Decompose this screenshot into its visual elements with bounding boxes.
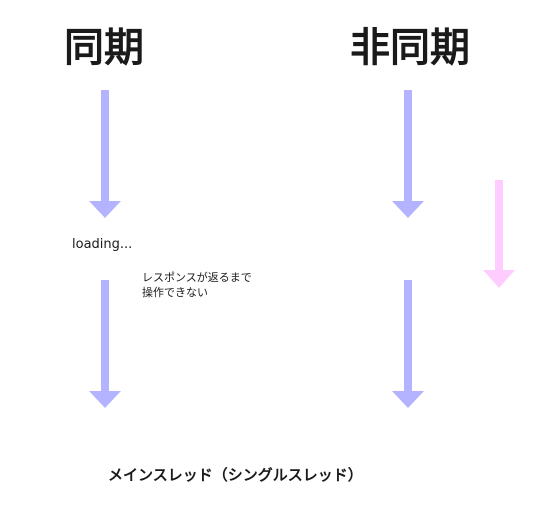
sync-heading: 同期 xyxy=(64,25,144,71)
blocked-note: レスポンスが返るまで 操作できない xyxy=(142,270,252,300)
sync-lower-arrow-shaft xyxy=(101,280,109,392)
async-upper-arrow-shaft xyxy=(404,90,412,202)
sync-lower-arrow-head xyxy=(89,391,121,408)
blocked-note-line-1: レスポンスが返るまで xyxy=(142,271,252,284)
loading-label: loading... xyxy=(72,237,133,252)
blocked-note-line-2: 操作できない xyxy=(142,286,208,299)
async-background-arrow xyxy=(483,180,515,288)
async-lower-arrow xyxy=(392,280,424,408)
async-lower-arrow-head xyxy=(392,391,424,408)
sync-upper-arrow xyxy=(89,90,121,218)
sync-upper-arrow-shaft xyxy=(101,90,109,202)
async-lower-arrow-shaft xyxy=(404,280,412,392)
async-upper-arrow-head xyxy=(392,201,424,218)
footer-caption: メインスレッド（シングルスレッド） xyxy=(108,466,363,484)
async-heading: 非同期 xyxy=(350,25,470,71)
async-background-arrow-head xyxy=(483,270,515,288)
async-upper-arrow xyxy=(392,90,424,218)
sync-upper-arrow-head xyxy=(89,201,121,218)
async-background-arrow-shaft xyxy=(495,180,503,272)
sync-lower-arrow xyxy=(89,280,121,408)
